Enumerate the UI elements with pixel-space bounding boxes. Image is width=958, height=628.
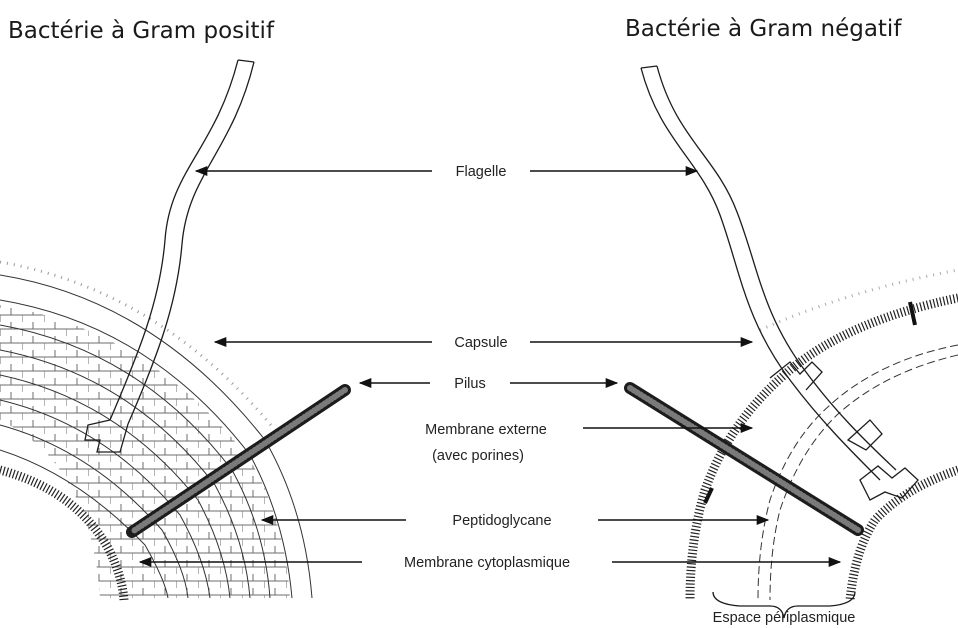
- gram-positive-bacterium: [0, 60, 345, 600]
- label-espace-periplasmique: Espace périplasmique: [713, 610, 856, 626]
- porin-mark: [910, 302, 915, 325]
- gram-positive-peptidoglycan-wall: [0, 262, 312, 598]
- gram-negative-cytoplasmic-membrane: [850, 470, 958, 600]
- label-flagelle: Flagelle: [456, 164, 507, 180]
- label-avec-porines: (avec porines): [432, 448, 524, 464]
- label-membrane-externe: Membrane externe: [425, 422, 547, 438]
- title-gram-negative: Bactérie à Gram négatif: [625, 16, 902, 42]
- label-pilus: Pilus: [454, 376, 485, 392]
- gram-negative-pilus: [630, 388, 858, 530]
- gram-negative-flagellum: [641, 66, 918, 500]
- label-membrane-cytoplasmique: Membrane cytoplasmique: [404, 555, 570, 571]
- label-capsule: Capsule: [454, 335, 507, 351]
- label-peptidoglycane: Peptidoglycane: [452, 513, 551, 529]
- title-gram-positive: Bactérie à Gram positif: [8, 18, 275, 44]
